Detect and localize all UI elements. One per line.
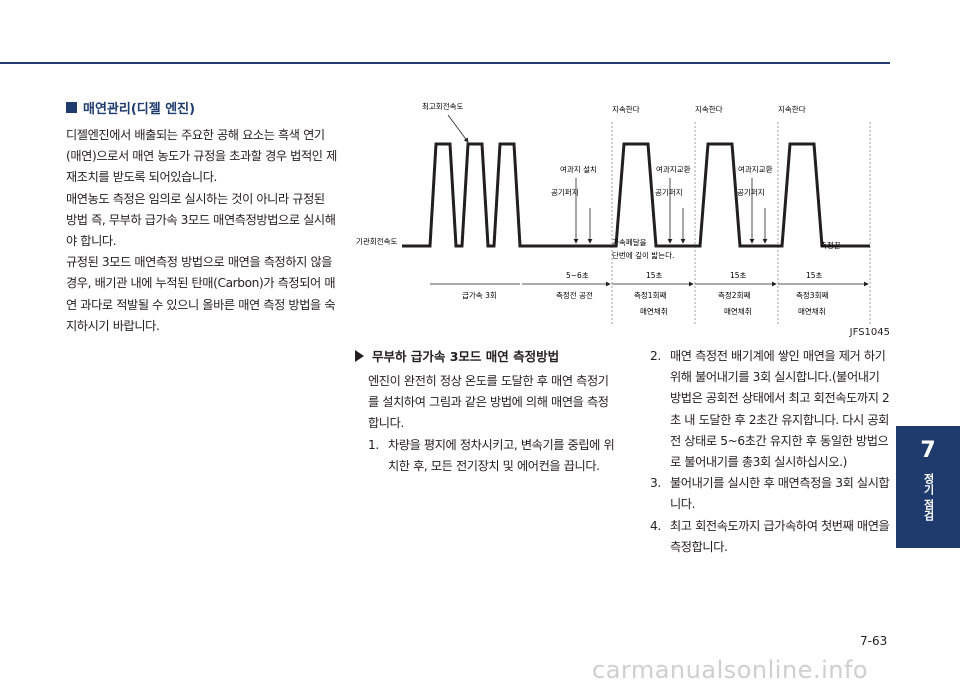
air-blow-label: 공기퍼지 (737, 188, 765, 197)
phase-label: 매연채취 (640, 306, 668, 316)
probe-change-label: 여과지교환 (738, 164, 773, 174)
intro-section: 매연관리(디젤 엔진) 디젤엔진에서 배출되는 주요한 공해 요소는 흑색 연기… (66, 98, 338, 337)
duration-label: 5~6초 (566, 271, 589, 280)
air-blow-label: 공기퍼지 (655, 188, 683, 197)
procedure-step: 2. 매연 측정전 배기계에 쌓인 매연을 제거 하기 위해 불어내기를 3회 … (650, 346, 892, 473)
step-number: 3. (650, 476, 661, 491)
phase-label: 급가속 3회 (462, 291, 497, 300)
phase-label: 측정3회째 (796, 290, 828, 300)
step-text: 최고 회전속도까지 급가속하여 첫번째 매연을 측정합니다. (670, 518, 890, 554)
chapter-label: 정기 점검 (922, 473, 935, 521)
peak-pointer (447, 114, 469, 143)
square-bullet-icon (66, 102, 77, 113)
section-title: 매연관리(디젤 엔진) (66, 98, 338, 117)
max-speed-label: 최고회전속도 (422, 101, 463, 111)
procedure-step: 3. 불어내기를 실시한 후 매연측정을 3회 실시합니다. (650, 473, 892, 515)
hold-label: 지속한다 (778, 105, 806, 114)
phase-label: 측정전 공전 (556, 290, 593, 300)
header-rule (0, 62, 890, 64)
procedure-step: 1. 차량을 평지에 정차시키고, 변속기를 중립에 위치한 후, 모든 전기장… (368, 435, 615, 477)
idle-speed-label: 기관회전속도 (356, 236, 397, 246)
chapter-tab[interactable]: 7 정기 점검 (896, 426, 960, 548)
step-number: 1. (368, 437, 379, 452)
procedure-section: 무부하 급가속 3모드 매연 측정방법 엔진이 완전히 정상 온도를 도달한 후… (355, 346, 615, 477)
step-text: 불어내기를 실시한 후 매연측정을 3회 실시합니다. (670, 476, 890, 512)
phase-label: 측정2회째 (718, 290, 750, 300)
probe-install-label: 여과지 설치 (560, 164, 597, 174)
hold-label: 지속한다 (695, 105, 723, 114)
procedure-intro: 엔진이 완전히 정상 온도를 도달한 후 매연 측정기를 설치하여 그림과 같은… (368, 374, 609, 431)
duration-label: 15초 (806, 271, 823, 280)
duration-label: 15초 (730, 271, 747, 280)
rpm-waveform (402, 142, 870, 248)
procedure-step: 4. 최고 회전속도까지 급가속하여 첫번째 매연을 측정합니다. (650, 516, 892, 558)
measure-end-label: 측정끝 (820, 240, 841, 250)
guide-lines (611, 122, 871, 326)
phase-label: 매연채취 (724, 306, 752, 316)
step-number: 2. (650, 349, 661, 363)
diagram-svg: 최고회전속도 기관회전속도 지속한다 지속한다 지속한다 여과지 설치 여과지교… (356, 101, 871, 326)
paragraph: 디젤엔진에서 배출되는 주요한 공해 요소는 흑색 연기(매연)으로서 매연 농… (66, 128, 337, 185)
phase-label: 매연채취 (798, 306, 826, 316)
step-text: 매연 측정전 배기계에 쌓인 매연을 제거 하기 위해 불어내기를 3회 실시합… (670, 349, 890, 470)
duration-label: 15초 (646, 271, 663, 280)
watermark: carmanualsonline.info (592, 656, 869, 684)
triangle-bullet-icon (355, 349, 364, 362)
smoke-test-diagram: 최고회전속도 기관회전속도 지속한다 지속한다 지속한다 여과지 설치 여과지교… (350, 98, 890, 338)
paragraph: 규정된 3모드 매연측정 방법으로 매연을 측정하지 않을 경우, 배기관 내에… (66, 255, 336, 333)
phase-label: 측정1회째 (634, 290, 666, 300)
chapter-number: 7 (920, 438, 936, 463)
step-text: 차량을 평지에 정차시키고, 변속기를 중립에 위치한 후, 모든 전기장치 및… (388, 437, 615, 473)
hold-label: 지속한다 (612, 105, 640, 114)
section-title-text: 매연관리(디젤 엔진) (83, 102, 196, 117)
paragraph: 매연농도 측정은 임의로 실시하는 것이 아니라 규정된 방법 즉, 무부하 급… (66, 191, 336, 249)
probe-change-label: 여과지교환 (656, 164, 691, 174)
air-blow-label: 공기퍼지 (551, 188, 579, 197)
procedure-title-text: 무부하 급가속 3모드 매연 측정방법 (372, 349, 560, 364)
procedure-steps-continued: 2. 매연 측정전 배기계에 쌓인 매연을 제거 하기 위해 불어내기를 3회 … (650, 346, 892, 558)
pedal-note: 가속페달을 (612, 237, 647, 247)
figure-id: JFS1045 (849, 327, 890, 338)
step-number: 4. (650, 518, 661, 533)
pedal-note: 단번에 깊이 밟는다. (612, 250, 674, 260)
probe-arrows (573, 178, 768, 244)
procedure-title: 무부하 급가속 3모드 매연 측정방법 (355, 346, 615, 365)
page-number: 7-63 (860, 634, 888, 648)
